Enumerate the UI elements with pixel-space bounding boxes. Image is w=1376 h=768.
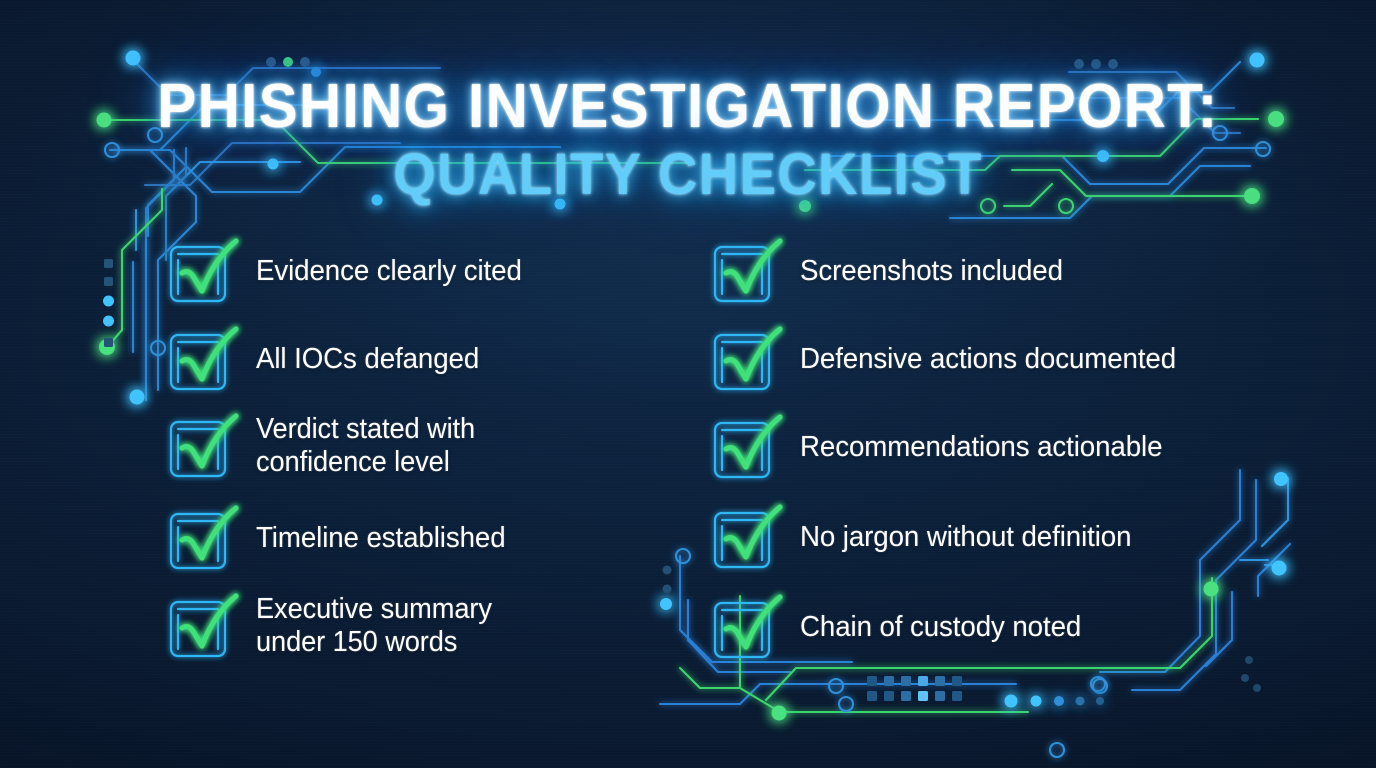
checklist-item-label: Chain of custody noted <box>800 610 1082 643</box>
checklist-item[interactable]: Screenshots included <box>712 238 1075 303</box>
checklist-item[interactable]: Evidence clearly cited <box>168 238 534 303</box>
page-title: PHISHING INVESTIGATION REPORT: QUALITY C… <box>0 76 1376 204</box>
checkbox-checked-icon <box>169 593 239 658</box>
checklist-item-label: Verdict stated with confidence level <box>256 413 476 478</box>
checkbox-checked-icon[interactable] <box>712 238 783 303</box>
checkbox-checked-icon[interactable] <box>168 413 239 478</box>
checkbox-checked-icon[interactable] <box>712 504 783 569</box>
checklist-item[interactable]: Chain of custody noted <box>712 594 1094 659</box>
checkbox-checked-icon <box>169 413 239 478</box>
title-line-sub: QUALITY CHECKLIST <box>393 142 983 207</box>
checklist-item-label: Defensive actions documented <box>800 342 1177 375</box>
checklist-item[interactable]: Recommendations actionable <box>712 414 1179 479</box>
checklist-item-label: Screenshots included <box>800 254 1063 287</box>
dot-matrix-block <box>867 676 962 701</box>
checkbox-checked-icon <box>713 414 783 479</box>
checkbox-checked-icon <box>169 505 239 570</box>
checklist-item[interactable]: Defensive actions documented <box>712 326 1194 391</box>
checklist-item-label: Timeline established <box>256 521 506 554</box>
checkbox-checked-icon <box>169 326 239 391</box>
checklist-item-label: Recommendations actionable <box>800 430 1163 463</box>
checkbox-checked-icon[interactable] <box>712 594 783 659</box>
checklist-item-label: Executive summary under 150 words <box>256 593 492 658</box>
checklist-item[interactable]: No jargon without definition <box>712 504 1147 569</box>
checklist-item[interactable]: Verdict stated with confidence level <box>168 413 485 478</box>
checkbox-checked-icon[interactable] <box>168 505 239 570</box>
checklist-item[interactable]: All IOCs defanged <box>168 326 490 391</box>
checklist-item[interactable]: Timeline established <box>168 505 517 570</box>
checklist-item-label: No jargon without definition <box>800 520 1132 553</box>
checkbox-checked-icon[interactable] <box>712 326 783 391</box>
checkbox-checked-icon <box>713 326 783 391</box>
checkbox-checked-icon[interactable] <box>712 414 783 479</box>
title-line-main: PHISHING INVESTIGATION REPORT: <box>157 72 1219 141</box>
checklist-item-label: Evidence clearly cited <box>256 254 522 287</box>
checklist-item-label: All IOCs defanged <box>256 342 480 375</box>
checkbox-checked-icon <box>713 238 783 303</box>
checkbox-checked-icon[interactable] <box>168 593 239 658</box>
checkbox-checked-icon[interactable] <box>168 326 239 391</box>
checkbox-checked-icon <box>713 594 783 659</box>
checklist-item[interactable]: Executive summary under 150 words <box>168 593 503 658</box>
checkbox-checked-icon <box>169 238 239 303</box>
checkbox-checked-icon[interactable] <box>168 238 239 303</box>
checkbox-checked-icon <box>713 504 783 569</box>
